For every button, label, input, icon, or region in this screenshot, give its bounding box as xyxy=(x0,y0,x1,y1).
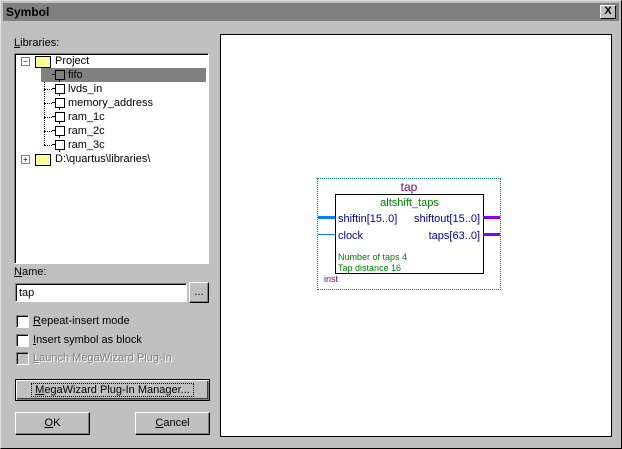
button-label: MegaWizard Plug-In Manager... xyxy=(31,383,194,397)
tree-node-label: ram_2c xyxy=(68,125,105,137)
launch-megawizard-label: Launch MegaWizard Plug-In xyxy=(33,352,172,364)
bus-in-shiftin xyxy=(318,216,335,219)
symbol-icon xyxy=(52,126,65,138)
libraries-label: Libraries: xyxy=(14,37,60,49)
cancel-button[interactable]: Cancel xyxy=(135,412,210,435)
symbol-preview: tap altshift_taps shiftin[15..0] clock s… xyxy=(220,34,612,437)
instance-name: tap xyxy=(400,180,418,194)
symbol-icon xyxy=(52,98,65,110)
launch-megawizard-checkbox xyxy=(16,352,29,365)
wire-in-clock xyxy=(318,234,335,235)
expand-icon[interactable]: + xyxy=(21,155,30,164)
tree-connector xyxy=(44,103,52,104)
megawizard-manager-button[interactable]: MegaWizard Plug-In Manager... xyxy=(15,379,210,401)
tree-node-label: Project xyxy=(55,55,90,67)
tree-connector xyxy=(44,68,45,145)
param-taps: Number of taps 4 xyxy=(338,252,408,262)
tree-connector xyxy=(44,131,52,132)
insert-as-block-label[interactable]: Insert symbol as block xyxy=(33,334,142,346)
param-distance: Tap distance 16 xyxy=(338,263,402,273)
port-shiftin: shiftin[15..0] xyxy=(338,213,398,225)
close-icon: X xyxy=(604,5,612,17)
tree-node-label: lvds_in xyxy=(68,83,103,95)
ok-button[interactable]: OK xyxy=(15,412,90,435)
tree-connector xyxy=(44,117,52,118)
name-label: Name: xyxy=(14,266,47,278)
port-shiftout: shiftout[15..0] xyxy=(413,213,480,225)
collapse-icon[interactable]: − xyxy=(21,57,30,66)
tree-node-fifo[interactable]: fifo xyxy=(41,68,206,82)
symbol-outline: tap altshift_taps shiftin[15..0] clock s… xyxy=(317,178,501,290)
port-taps: taps[63..0] xyxy=(428,230,480,242)
symbol-body: altshift_taps shiftin[15..0] clock shift… xyxy=(335,194,484,274)
symbol-icon xyxy=(52,112,65,124)
dialog-title: Symbol xyxy=(6,5,50,19)
tree-connector xyxy=(44,145,52,146)
tree-node-label: fifo xyxy=(68,69,83,81)
repeat-insert-checkbox[interactable] xyxy=(16,315,29,328)
insert-as-block-checkbox[interactable] xyxy=(16,334,29,347)
tree-node-project[interactable]: − Project xyxy=(15,54,206,68)
repeat-insert-label[interactable]: Repeat-insert mode xyxy=(33,315,130,327)
tree-node-label: memory_address xyxy=(68,97,153,109)
tree-node-label: D:\quartus\libraries\ xyxy=(55,153,151,165)
port-clock: clock xyxy=(338,230,364,242)
bus-out-taps xyxy=(483,233,500,236)
symbol-icon xyxy=(52,140,65,152)
symbol-icon xyxy=(52,70,65,82)
browse-button[interactable]: ... xyxy=(189,282,209,303)
tree-node-label: ram_1c xyxy=(68,111,105,123)
tree-node-label: ram_3c xyxy=(68,139,105,151)
tree-connector xyxy=(44,89,52,90)
libraries-tree[interactable]: − Project fifo lvds_in memory_address ra… xyxy=(14,53,209,264)
folder-open-icon xyxy=(35,56,51,68)
bus-out-shiftout xyxy=(483,216,500,219)
close-button[interactable]: X xyxy=(600,5,616,19)
name-input[interactable]: tap xyxy=(15,283,187,302)
folder-closed-icon xyxy=(35,154,51,166)
module-name: altshift_taps xyxy=(380,197,439,209)
title-bar: Symbol X xyxy=(3,3,619,21)
symbol-icon xyxy=(52,84,65,96)
inst-label: inst xyxy=(324,274,339,284)
